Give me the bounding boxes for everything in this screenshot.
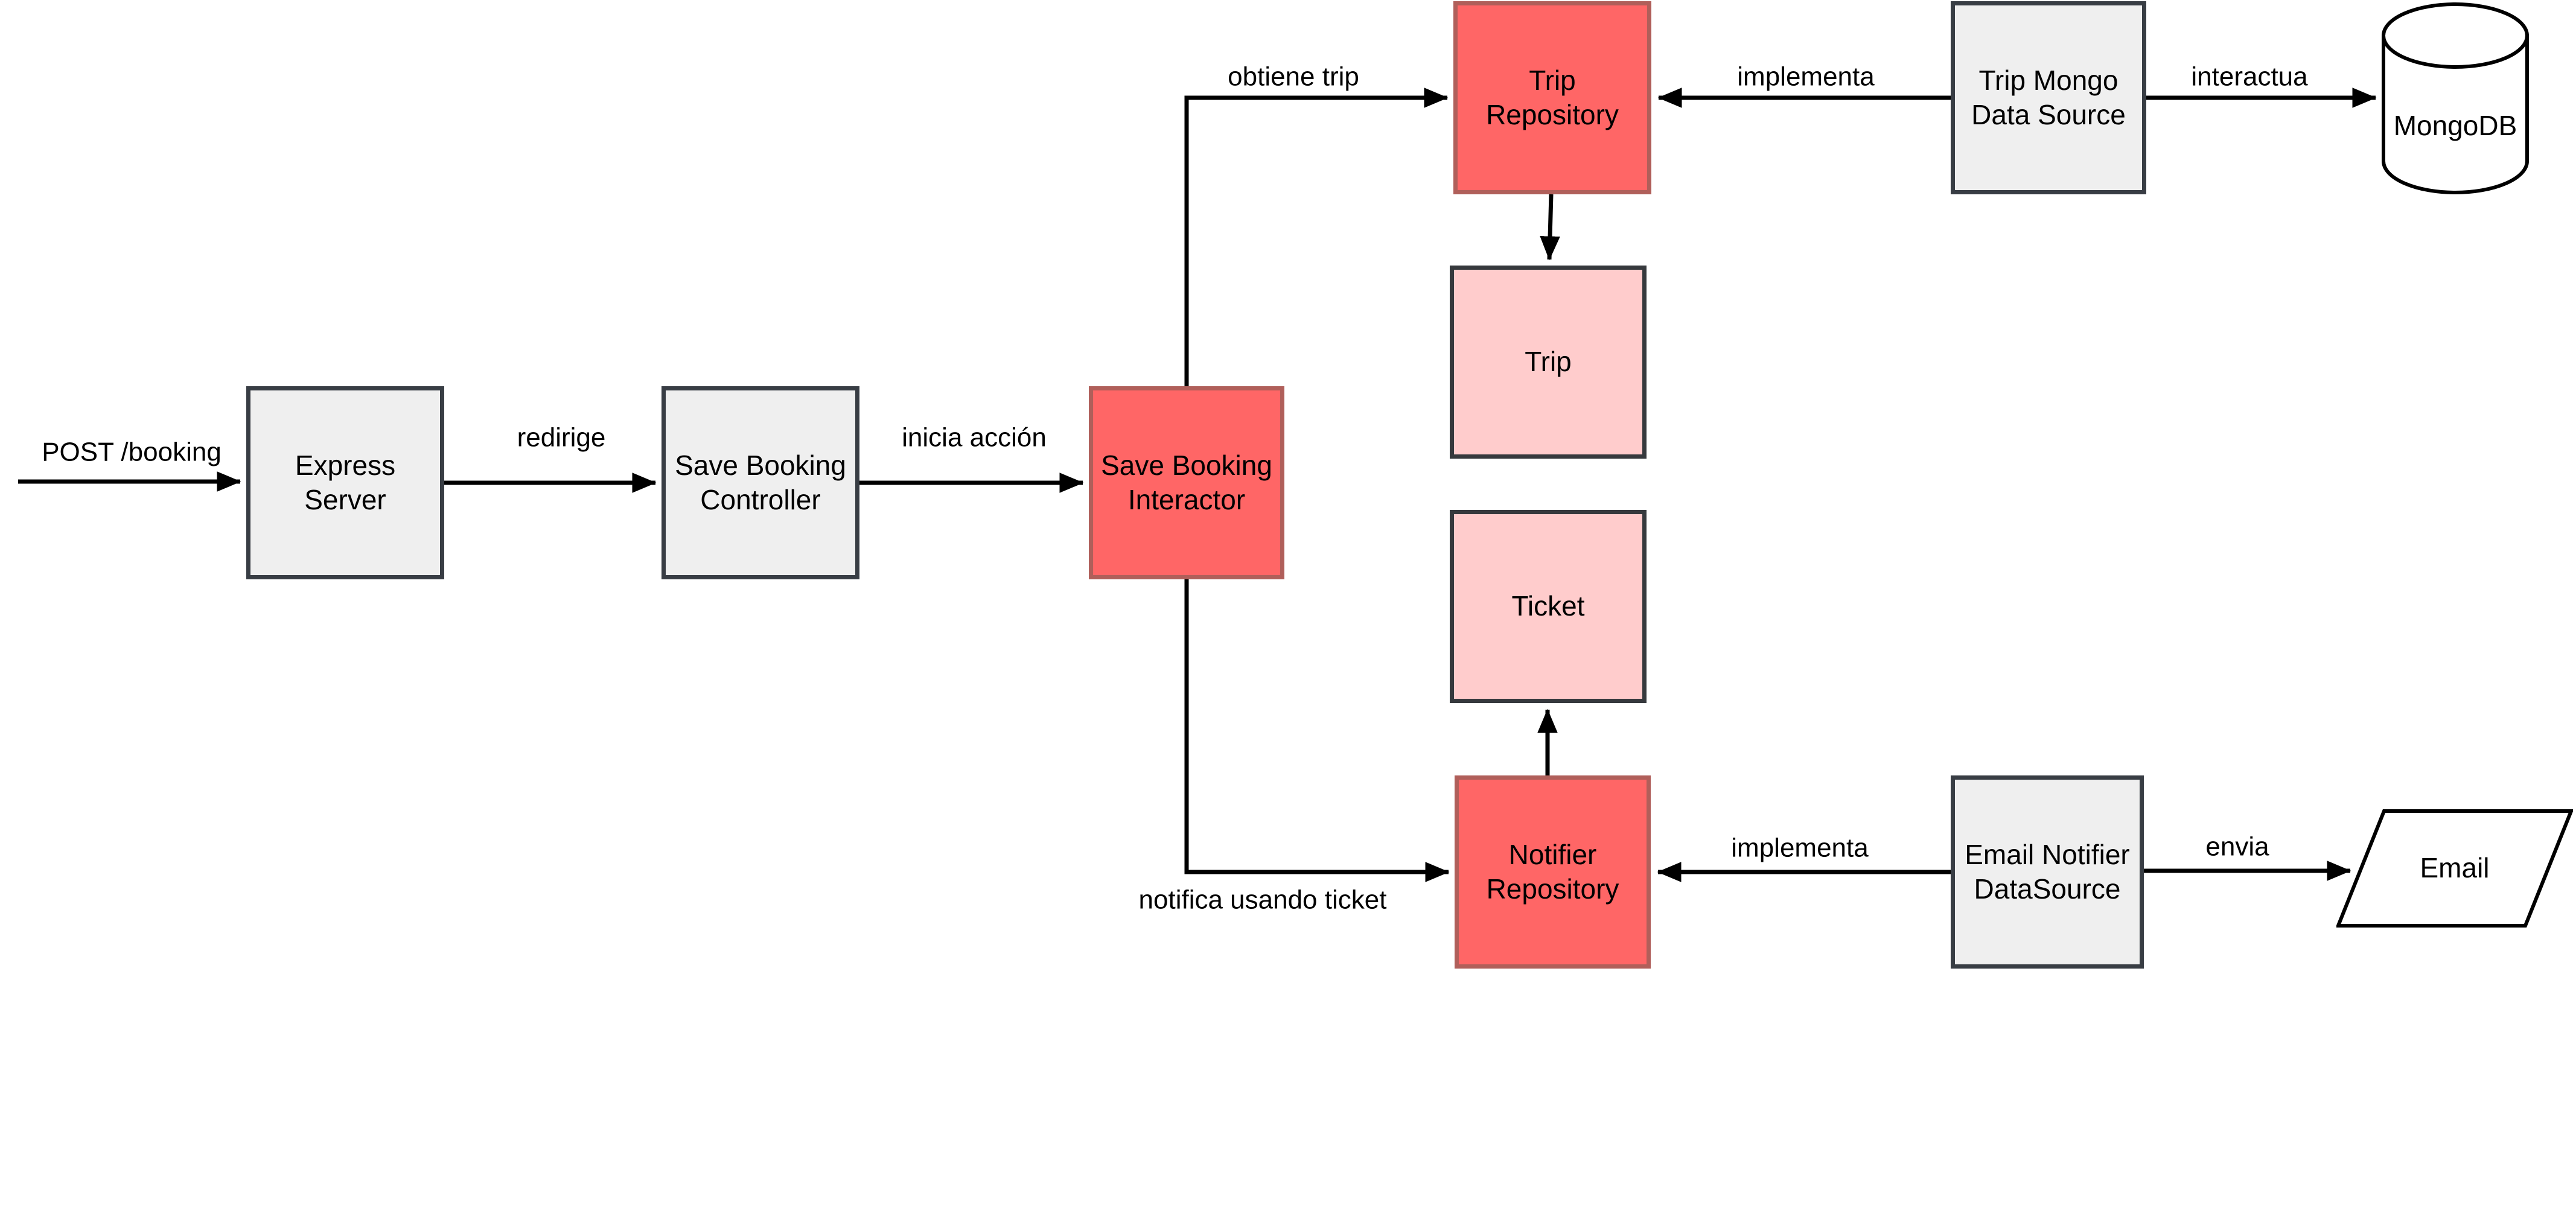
edge-label-redirige: redirige	[517, 422, 606, 453]
edge-label-notifica-usando-ticket: notifica usando ticket	[1138, 885, 1387, 915]
email-notifier-datasource: Email Notifier DataSource	[1951, 775, 2144, 969]
edge-label-obtiene-trip: obtiene trip	[1228, 62, 1359, 92]
edge-label-post-booking: POST /booking	[42, 437, 222, 467]
email-notifier-datasource-label: Email Notifier DataSource	[1965, 838, 2130, 905]
save-booking-controller-label: Save Booking Controller	[675, 449, 846, 516]
save-booking-interactor-label: Save Booking Interactor	[1101, 449, 1272, 516]
trip-mongo-data-source-label: Trip Mongo Data Source	[1971, 64, 2126, 131]
mongodb-cylinder-shape	[2382, 2, 2529, 194]
trip-repository-label: Trip Repository	[1486, 64, 1619, 131]
edge-obtiene-trip	[1184, 88, 1449, 386]
express-server: Express Server	[246, 386, 444, 579]
notifier-repository-label: Notifier Repository	[1486, 838, 1619, 905]
edge-label-envia: envia	[2205, 832, 2269, 862]
email-parallelogram-shape	[2336, 809, 2573, 928]
express-server-label: Express Server	[295, 449, 396, 516]
email: Email	[2336, 809, 2573, 928]
edge-label-inicia-accion: inicia acción	[902, 422, 1047, 453]
edge-notifica-usando-ticket	[1184, 579, 1450, 882]
mongodb: MongoDB	[2382, 2, 2529, 194]
ticket: Ticket	[1450, 510, 1647, 703]
trip: Trip	[1450, 266, 1647, 459]
save-booking-controller: Save Booking Controller	[662, 386, 859, 579]
trip-repository: Trip Repository	[1453, 1, 1651, 194]
ticket-label: Ticket	[1511, 590, 1585, 622]
trip-mongo-data-source: Trip Mongo Data Source	[1951, 1, 2146, 194]
notifier-repository: Notifier Repository	[1455, 775, 1651, 969]
trip-label: Trip	[1525, 346, 1572, 378]
edge-label-interactua: interactua	[2191, 62, 2308, 92]
edge-label-implementa-notifier: implementa	[1731, 833, 1869, 863]
mongodb-label: MongoDB	[2393, 110, 2517, 142]
edge-label-implementa-trip: implementa	[1737, 62, 1875, 92]
save-booking-interactor: Save Booking Interactor	[1089, 386, 1284, 579]
edge-trip-repo-to-trip	[1540, 194, 1560, 261]
email-label: Email	[2420, 852, 2490, 884]
